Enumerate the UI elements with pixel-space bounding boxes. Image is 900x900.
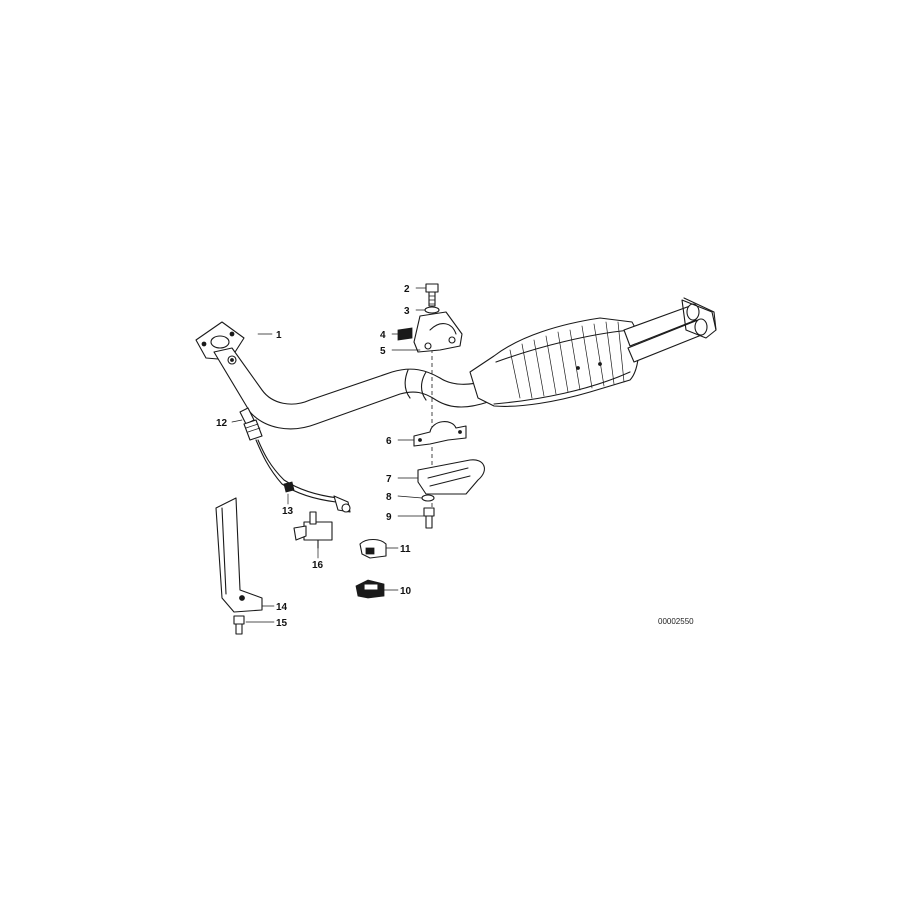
bolt-15[interactable] [233, 615, 245, 635]
sensor-lead-wire [255, 439, 337, 503]
part-label-13: 13 [282, 506, 294, 517]
part-label-7: 7 [386, 474, 392, 485]
part-label-10: 10 [400, 586, 412, 597]
twin-rear-pipes[interactable] [623, 297, 717, 363]
sensor-plug[interactable] [333, 495, 351, 513]
upper-bracket[interactable] [413, 311, 463, 353]
cable-clip-13[interactable] [283, 481, 295, 493]
part-label-5: 5 [380, 346, 386, 357]
clamp-6[interactable] [413, 421, 467, 447]
oxygen-sensor-12[interactable] [239, 407, 263, 441]
hex-bolt-2[interactable] [425, 283, 439, 307]
connector-holder-16[interactable] [293, 511, 333, 549]
sensor-lead-wire-outline [257, 439, 339, 499]
bolt-9[interactable] [423, 507, 435, 529]
part-label-2: 2 [404, 284, 410, 295]
part-label-11: 11 [400, 544, 411, 555]
catalytic-converter[interactable] [469, 317, 640, 407]
support-bracket-14[interactable] [215, 497, 263, 613]
part-label-8: 8 [386, 492, 392, 503]
part-label-16: 16 [312, 560, 324, 571]
leader-lines [231, 287, 427, 623]
part-label-3: 3 [404, 306, 410, 317]
part-label-4: 4 [380, 330, 386, 341]
clip-nut-4[interactable] [397, 327, 413, 341]
washer-3[interactable] [424, 306, 440, 314]
part-label-12: 12 [216, 418, 228, 429]
clip-11[interactable] [359, 538, 387, 559]
part-label-15: 15 [276, 618, 288, 629]
clip-10[interactable] [355, 579, 385, 599]
hanger-bracket-7[interactable] [417, 459, 485, 495]
part-label-9: 9 [386, 512, 392, 523]
reference-number: 00002550 [658, 617, 694, 626]
part-label-6: 6 [386, 436, 392, 447]
part-label-1: 1 [276, 330, 282, 341]
washer-8[interactable] [421, 494, 435, 502]
part-label-14: 14 [276, 602, 288, 613]
